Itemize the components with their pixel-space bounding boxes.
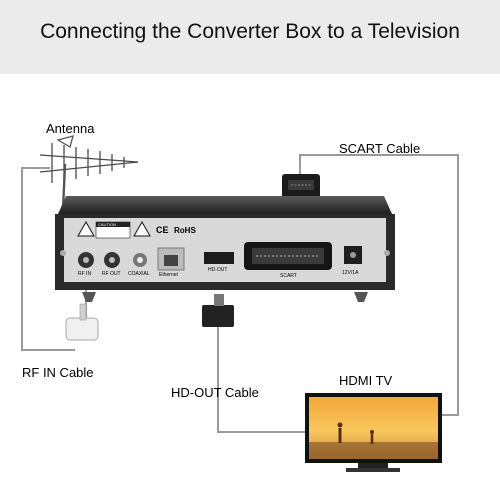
scart-cable-label: SCART Cable bbox=[339, 141, 421, 156]
converter-box bbox=[55, 196, 395, 302]
rohs-mark: RoHS bbox=[174, 226, 196, 235]
scart-cable bbox=[299, 154, 459, 416]
rf-in-cable-label: RF IN Cable bbox=[22, 365, 94, 380]
caution-label: CAUTION bbox=[98, 222, 116, 227]
scart-plug-icon bbox=[282, 174, 320, 202]
antenna-label: Antenna bbox=[46, 121, 95, 136]
ce-mark: CE bbox=[156, 225, 169, 235]
power-port-label: 12V/1A bbox=[342, 270, 359, 276]
hdmi-tv-label: HDMI TV bbox=[339, 373, 393, 388]
rf-out-port-label: RF OUT bbox=[102, 271, 121, 277]
antenna-cable bbox=[21, 167, 75, 351]
hdmi-cable bbox=[217, 298, 305, 433]
header-bar bbox=[0, 0, 500, 74]
rf-in-port-label: RF IN bbox=[78, 271, 92, 277]
cable-lines bbox=[21, 154, 459, 433]
tv-icon bbox=[305, 393, 442, 472]
page-title: Connecting the Converter Box to a Televi… bbox=[40, 20, 460, 43]
hdmi-plug-icon bbox=[202, 294, 234, 327]
rf-in-plug-icon bbox=[65, 303, 99, 341]
ethernet-port-label: Ethernet bbox=[159, 272, 178, 278]
hd-out-cable-label: HD-OUT Cable bbox=[171, 385, 259, 400]
scart-port-label: SCART bbox=[280, 273, 297, 279]
antenna-icon bbox=[39, 135, 139, 211]
coaxial-port-label: COAXIAL bbox=[128, 271, 150, 277]
hd-out-port-label: HD-OUT bbox=[208, 267, 228, 273]
